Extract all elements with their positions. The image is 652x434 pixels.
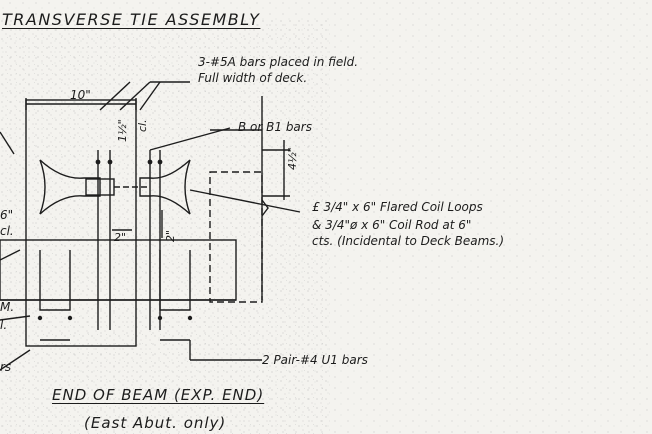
pair-bars-label: 2 Pair-#4 U1 bars [262, 353, 368, 367]
left-leader-2 [0, 315, 31, 321]
left-leader-3 [0, 349, 31, 371]
dim-10: 10" [70, 88, 91, 102]
section-note: (East Abut. only) [84, 414, 227, 432]
left-leader-1 [0, 249, 21, 261]
bar-dot [157, 315, 163, 321]
coil-loop-right [139, 159, 191, 215]
bar-dot [187, 315, 193, 321]
left-label-rs: rs [0, 360, 12, 374]
coil-label-3: cts. (Incidental to Deck Beams.) [312, 234, 505, 248]
dim-1-5: 1½" [116, 119, 129, 142]
left-label-l: l. [0, 318, 8, 332]
break-mark [261, 199, 269, 217]
left-leader-top [0, 131, 15, 155]
coil-leader [189, 189, 301, 213]
leader-5a-3 [139, 81, 161, 111]
dim-2-horiz: 2" [114, 231, 127, 244]
bar-dot [107, 159, 113, 165]
leader-5a-1 [99, 81, 131, 111]
left-dim-6: 6" [0, 208, 14, 222]
dim-4-5: 4½" [286, 147, 299, 170]
b-bars-label: B or B1 bars [238, 120, 312, 134]
bars-field-label-1: 3-#5A bars placed in field. [198, 55, 359, 69]
coil-loop-left [39, 159, 101, 215]
drawing-title: TRANSVERSE TIE ASSEMBLY [2, 10, 261, 29]
bar-dot [147, 159, 153, 165]
left-label-m: M. [0, 300, 15, 314]
leader-5a-2 [119, 81, 151, 111]
bar-dot [67, 315, 73, 321]
coil-label-1: £ 3/4" x 6" Flared Coil Loops [312, 200, 483, 214]
b-bar-leader [149, 127, 231, 151]
u1-bar-left [39, 250, 71, 311]
dim-2-vert: 2" [164, 229, 177, 242]
scan-noise [0, 20, 330, 434]
bars-field-label-2: Full width of deck. [198, 71, 308, 85]
bar-dot [157, 159, 163, 165]
u1-bar-right [159, 250, 191, 311]
bar-dot [37, 315, 43, 321]
coil-label-2: & 3/4"ø x 6" Coil Rod at 6" [312, 218, 472, 232]
dim-cl: cl. [136, 119, 149, 132]
section-title: END OF BEAM (EXP. END) [52, 386, 265, 404]
left-dim-cl: cl. [0, 224, 14, 238]
beam-end-outline [25, 99, 137, 347]
bar-dot [95, 159, 101, 165]
